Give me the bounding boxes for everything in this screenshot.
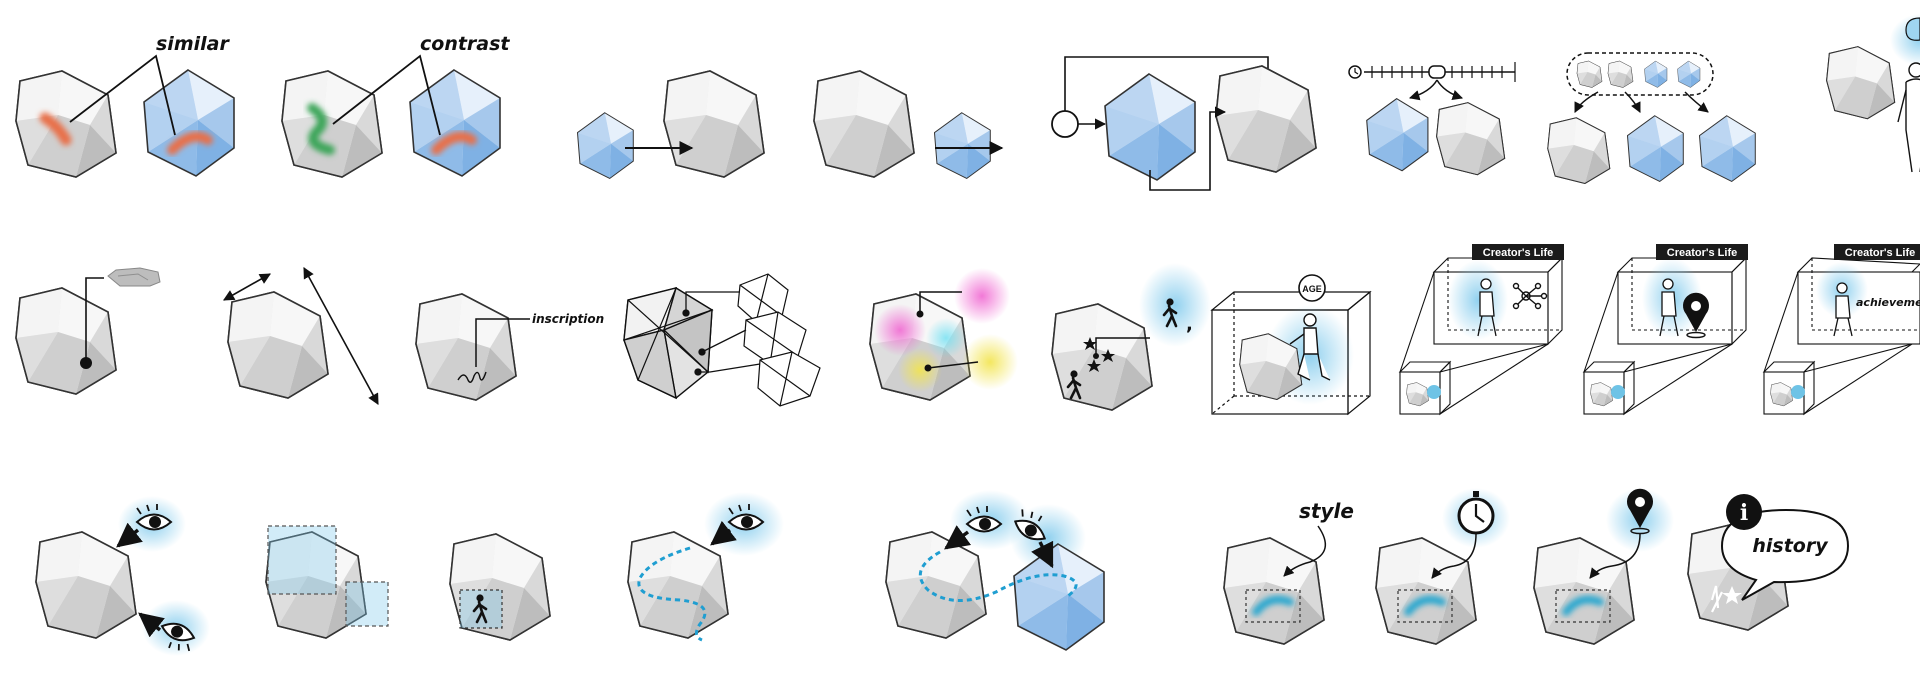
age-icon-label: AGE	[1302, 284, 1322, 294]
creators-life-place: Creator's Life	[1582, 244, 1748, 416]
label-achievement: achievement	[1856, 296, 1920, 309]
location-rock	[15, 267, 161, 395]
person-icon	[1289, 313, 1331, 381]
info-icon: i	[1726, 494, 1762, 530]
timeline-split	[1348, 62, 1516, 176]
similar-pair: similar	[15, 33, 235, 178]
label-contrast: contrast	[420, 33, 510, 55]
viewer-with-stone	[1826, 14, 1920, 173]
creators-life-network: Creator's Life	[1398, 244, 1564, 416]
place-rock	[1533, 487, 1674, 645]
label-similar: similar	[156, 33, 230, 55]
label-inscription: inscription	[532, 312, 604, 326]
label-history: history	[1752, 535, 1829, 557]
color-rock	[869, 268, 1018, 401]
label-style: style	[1299, 499, 1354, 523]
contrast-pair: contrast	[281, 33, 510, 178]
banner-creators-life-3: Creator's Life	[1845, 247, 1915, 259]
group-split	[1547, 52, 1756, 184]
age-box: AGE	[1210, 274, 1372, 416]
two-viewers-rock	[35, 496, 210, 656]
path-viewer-rock	[627, 492, 784, 642]
svg-text:i: i	[1740, 500, 1748, 526]
framed-regions-rock	[265, 525, 389, 639]
small-to-large	[576, 70, 765, 179]
marks-rock: ,	[1051, 263, 1211, 411]
path-two-rocks	[885, 490, 1105, 651]
large-to-small	[813, 70, 1004, 179]
stone-icon	[107, 267, 161, 287]
timeline-icon	[1348, 62, 1516, 82]
framed-figure-rock	[449, 533, 551, 641]
wireframe-pieces	[623, 273, 821, 407]
style-rock: style	[1223, 499, 1354, 645]
creators-life-achievement: achievement Creator's Life	[1762, 244, 1920, 416]
feedback-loop	[1051, 56, 1317, 191]
banner-creators-life-1: Creator's Life	[1483, 247, 1553, 259]
inscription-rock: inscription	[415, 293, 604, 401]
history-rock: history i	[1687, 494, 1850, 631]
svg-text:,: ,	[1186, 314, 1193, 335]
time-rock	[1375, 488, 1510, 645]
scale-rock	[223, 267, 379, 405]
network-icon	[1512, 282, 1548, 310]
banner-creators-life-2: Creator's Life	[1667, 247, 1737, 259]
